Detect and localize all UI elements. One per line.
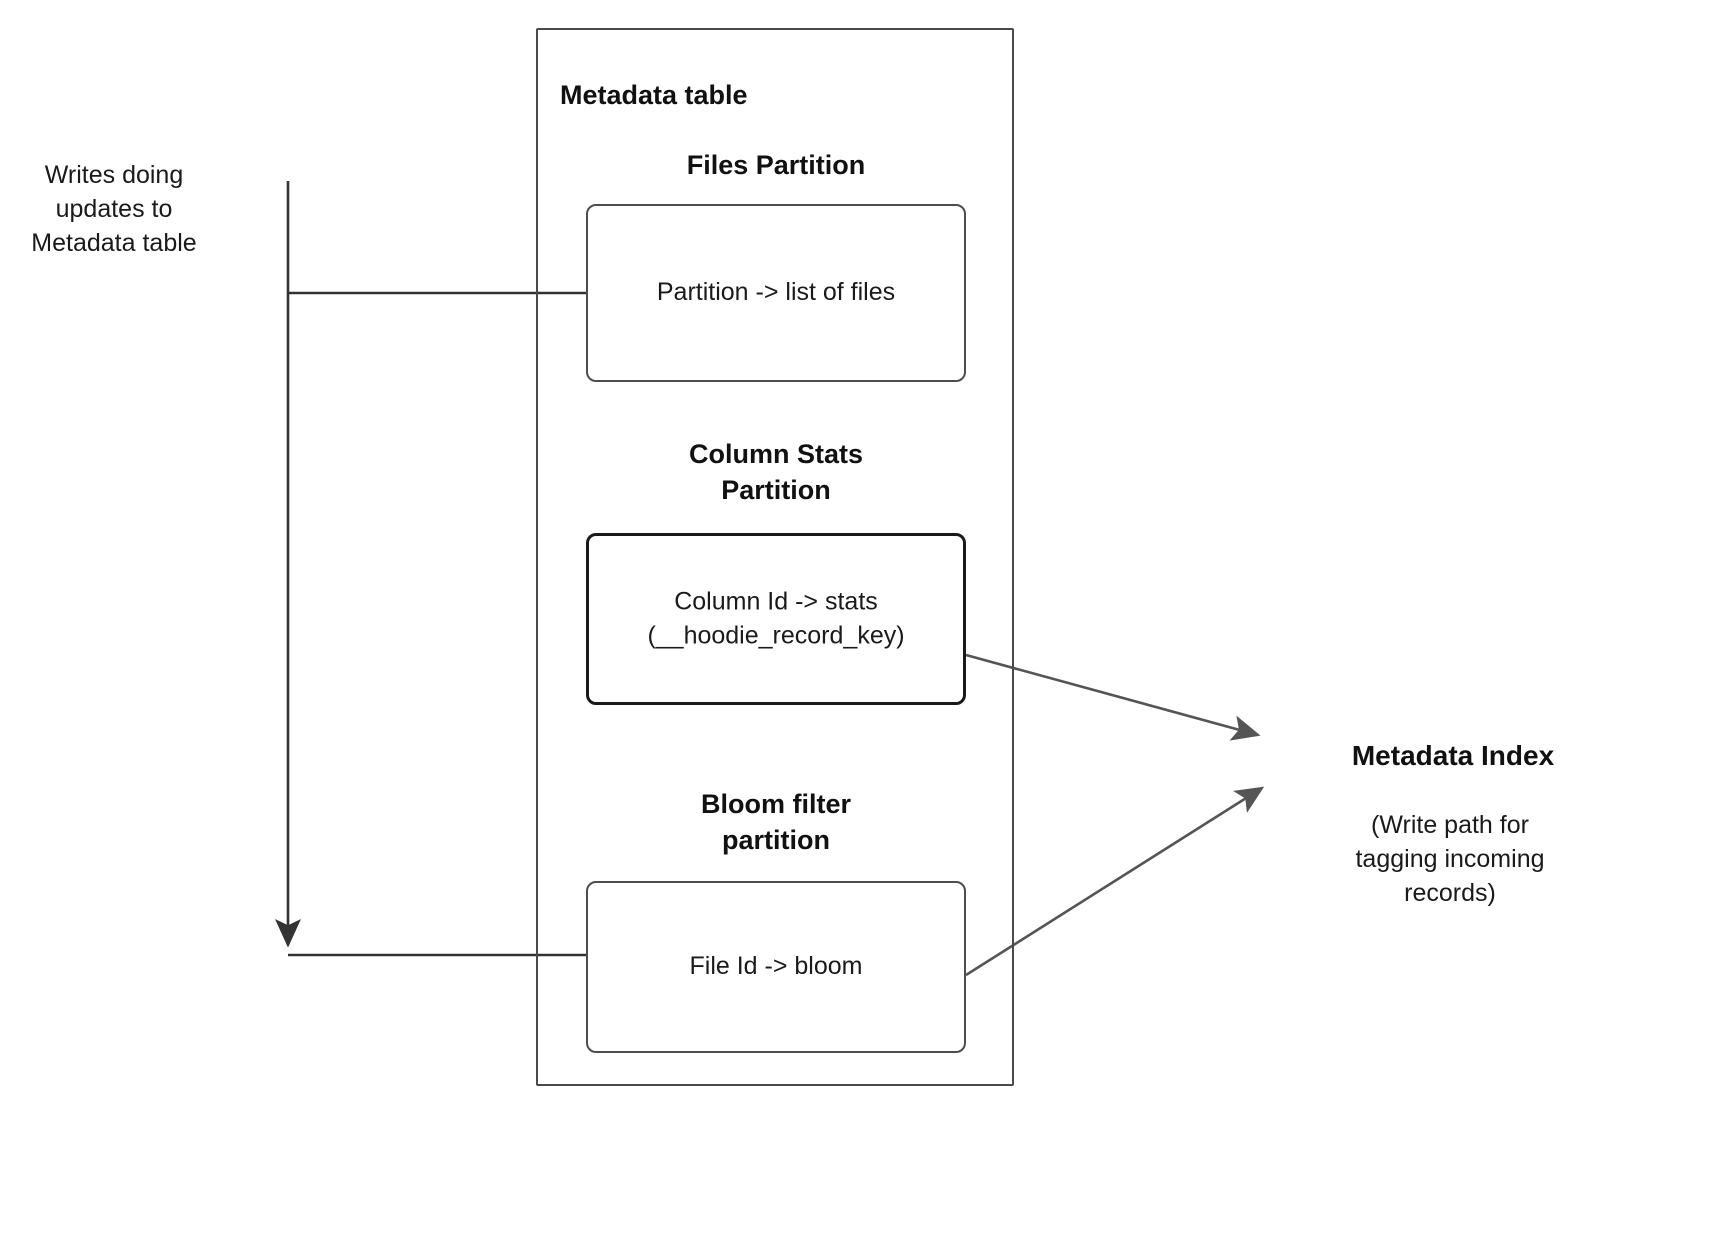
bloom-filter-partition-box-label: File Id -> bloom (689, 952, 863, 981)
section-heading-bloom-filter-partition: Bloom filter partition (700, 789, 851, 855)
column-stats-partition-box-label: Column Id -> stats (__hoodie_record_key) (647, 587, 905, 649)
metadata-table-title: Metadata table (560, 80, 748, 110)
files-partition-box[interactable]: Partition -> list of files (586, 204, 966, 382)
column-stats-partition-box[interactable]: Column Id -> stats (__hoodie_record_key) (586, 533, 966, 705)
writes-annotation: Writes doing updates to Metadata table (31, 161, 197, 257)
files-partition-box-label: Partition -> list of files (656, 278, 896, 307)
metadata-index-title: Metadata Index (1351, 740, 1555, 771)
metadata-table-container (536, 28, 1014, 1086)
section-heading-files-partition: Files Partition (686, 150, 866, 180)
metadata-index-note: (Write path for tagging incoming records… (1355, 811, 1545, 907)
section-heading-column-stats-partition: Column Stats Partition (688, 439, 863, 505)
bloom-filter-partition-box[interactable]: File Id -> bloom (586, 881, 966, 1053)
